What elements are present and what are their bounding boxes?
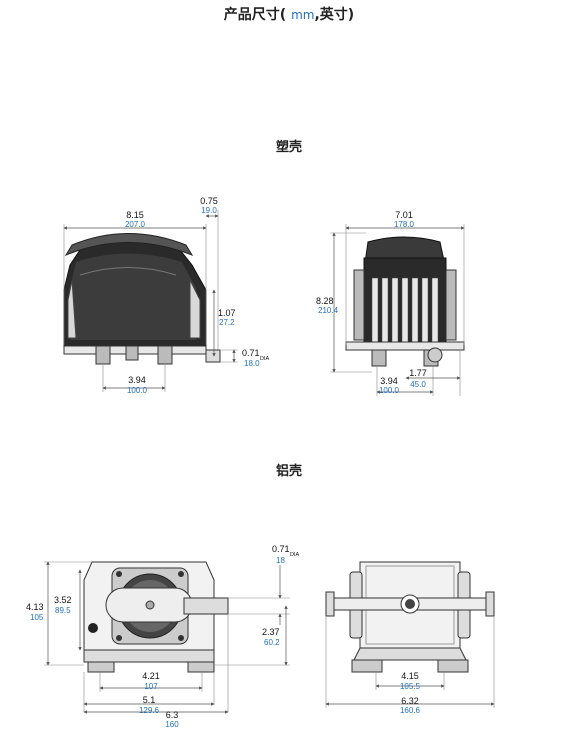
plastic-side-outlet-in: 1.77 — [409, 368, 427, 378]
plastic-front-outlet-dia-mm: 18.0 — [244, 359, 260, 368]
aluminum-top-dia-label: DIA — [290, 552, 300, 558]
aluminum-top-outlet-in: 2.37 — [262, 627, 280, 637]
aluminum-top-body-in: 3.52 — [54, 595, 72, 605]
aluminum-top-dia-mm: 18 — [276, 556, 285, 565]
plastic-heading: 塑壳 — [275, 140, 302, 155]
aluminum-front-feet-in: 4.15 — [401, 671, 419, 681]
aluminum-top-depth-mm: 105 — [30, 613, 44, 622]
aluminum-top-base-mm: 129.6 — [139, 706, 160, 715]
plastic-side-view: 7.01 178.0 8.28 210.4 3.94 100.0 1.77 45… — [316, 210, 465, 396]
plastic-front-outlet-height-mm: 27.2 — [219, 318, 235, 327]
page-title: 产品尺寸( mm,英寸) — [223, 7, 355, 23]
aluminum-top-feet-in: 4.21 — [142, 671, 160, 681]
plastic-side-feet-in: 3.94 — [380, 376, 398, 386]
plastic-front-dia-label: DIA — [260, 356, 270, 362]
aluminum-top-total-mm: 160 — [165, 720, 179, 729]
aluminum-top-dia-in: 0.71 — [272, 544, 290, 554]
aluminum-front-view: 4.15 105.5 6.32 160.6 — [325, 561, 495, 715]
plastic-front-feet-in: 3.94 — [128, 375, 146, 385]
plastic-front-view: 8.15 207.0 0.75 19.0 1.07 27.2 0.71 DIA … — [63, 196, 270, 395]
plastic-front-outlet-offset-in: 0.75 — [200, 196, 218, 206]
aluminum-top-base-in: 5.1 — [143, 695, 156, 705]
aluminum-top-outlet-mm: 60.2 — [264, 638, 280, 647]
aluminum-top-view: 0.71 DIA 18 4.13 105 3.52 89.5 2.37 60.2… — [26, 544, 300, 729]
plastic-side-width-in: 7.01 — [395, 210, 413, 220]
plastic-side-outlet-mm: 45.0 — [410, 380, 426, 389]
plastic-front-outlet-dia-in: 0.71 — [242, 348, 260, 358]
aluminum-heading: 铝壳 — [275, 464, 302, 479]
aluminum-top-feet-mm: 107 — [144, 682, 158, 691]
plastic-front-width-in: 8.15 — [126, 210, 144, 220]
aluminum-front-feet-mm: 105.5 — [400, 682, 421, 691]
plastic-front-outlet-height-in: 1.07 — [218, 308, 236, 318]
aluminum-front-total-mm: 160.6 — [400, 706, 421, 715]
plastic-side-height-in: 8.28 — [316, 296, 334, 306]
aluminum-top-total-in: 6.3 — [166, 710, 179, 720]
plastic-side-height-mm: 210.4 — [318, 306, 339, 315]
plastic-side-width-mm: 178.0 — [394, 220, 415, 229]
plastic-front-outlet-offset-mm: 19.0 — [201, 206, 217, 215]
plastic-side-feet-mm: 100.0 — [379, 386, 400, 395]
plastic-front-width-mm: 207.0 — [125, 220, 146, 229]
aluminum-front-total-in: 6.32 — [401, 696, 419, 706]
aluminum-top-depth-in: 4.13 — [26, 602, 44, 612]
aluminum-top-body-mm: 89.5 — [55, 606, 71, 615]
plastic-front-feet-mm: 100.0 — [127, 386, 148, 395]
